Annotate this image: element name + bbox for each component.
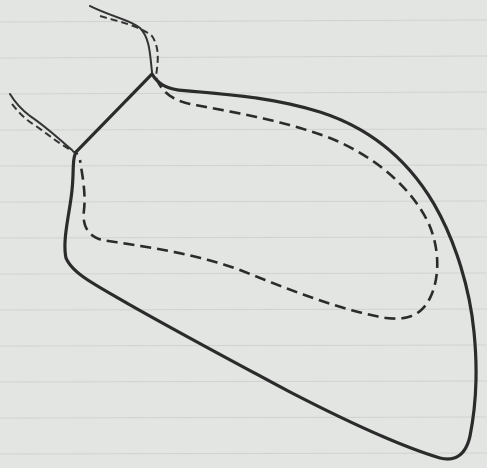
valve-plane-line [76, 74, 152, 152]
upper-vessel-solid [90, 6, 152, 72]
solid-outline [65, 74, 476, 459]
left-vessel-solid [10, 94, 72, 150]
paper-texture [0, 20, 487, 454]
dashed-outline [80, 78, 437, 319]
